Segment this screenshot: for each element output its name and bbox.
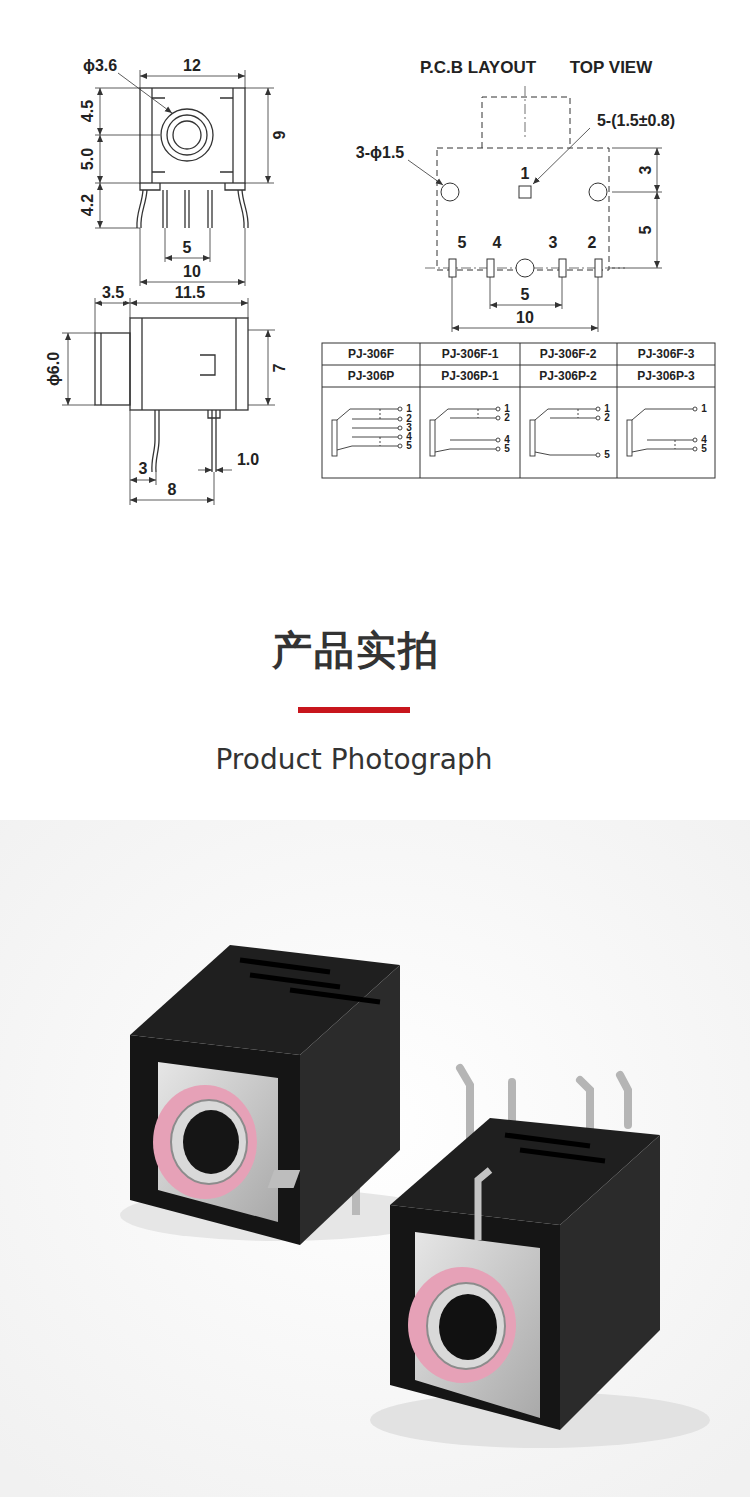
subtitle: Product Photograph	[214, 745, 493, 774]
pin-number: 5	[504, 444, 510, 455]
dimension: 11.5	[174, 285, 206, 302]
pin-number: 1	[406, 404, 412, 415]
dimension: 10	[182, 264, 202, 281]
table-cell: PJ-306P	[347, 370, 396, 383]
dimension: 8	[167, 482, 178, 499]
pin-number: 2	[604, 413, 610, 424]
table-cell: PJ-306F-2	[539, 348, 598, 361]
pin-number: 2	[504, 413, 510, 424]
table-cell: PJ-306P-1	[440, 370, 499, 383]
dimension: 10	[515, 310, 535, 327]
dimension: ϕ3.6	[82, 58, 118, 75]
dimension: 4.5	[80, 99, 97, 123]
dimension: 7	[272, 363, 289, 374]
dimension: 1.0	[236, 452, 260, 469]
dimension: 5.0	[80, 147, 97, 171]
pad-note: 5-(1.5±0.8)	[596, 113, 676, 130]
dimension: 4.2	[80, 193, 97, 217]
pin-number: 5	[701, 444, 707, 455]
pin-number: 1	[701, 404, 707, 415]
dimension: 9	[272, 130, 289, 141]
dimension: 3	[138, 461, 149, 478]
pin-number: 2	[587, 235, 598, 252]
pin-number: 5	[457, 235, 468, 252]
dimension: ϕ6.0	[46, 351, 63, 387]
hole-note: 3-ϕ1.5	[355, 145, 405, 162]
table-cell: PJ-306F	[347, 348, 395, 361]
pin-number: 3	[548, 235, 559, 252]
dimension: 5	[638, 225, 655, 236]
table-cell: PJ-306P-2	[538, 370, 597, 383]
dimension: 3	[638, 165, 655, 176]
pin-number: 4	[492, 235, 503, 252]
table-cell: PJ-306P-3	[636, 370, 695, 383]
section-title: 产品实拍	[271, 629, 441, 671]
view-title: P.C.B LAYOUT	[419, 59, 537, 77]
pin-number: 1	[520, 166, 531, 183]
dimension: 12	[182, 58, 202, 75]
dimension: 5	[520, 287, 531, 304]
dimension: 3.5	[101, 285, 125, 302]
table-cell: PJ-306F-1	[441, 348, 500, 361]
pin-number: 5	[604, 450, 610, 461]
pin-number: 5	[406, 441, 412, 452]
view-title: TOP VIEW	[569, 59, 654, 77]
table-cell: PJ-306F-3	[637, 348, 696, 361]
dimension: 5	[182, 240, 193, 257]
